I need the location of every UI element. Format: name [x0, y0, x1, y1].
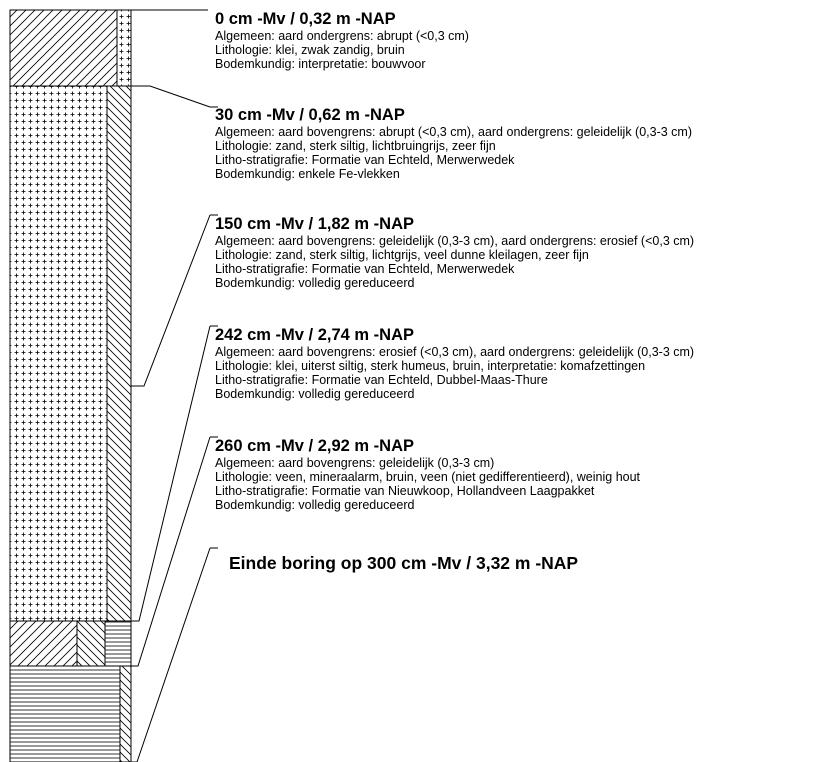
layer-description-5: 260 cm -Mv / 2,92 m -NAP Algemeen: aard … [215, 437, 830, 512]
layer-3-general: Algemeen: aard bovengrens: geleidelijk (… [215, 234, 830, 248]
layer-description-1: 0 cm -Mv / 0,32 m -NAP Algemeen: aard on… [215, 10, 830, 71]
layer-1-lithology: Lithologie: klei, zwak zandig, bruin [215, 43, 830, 57]
layer-5-depth-heading: 260 cm -Mv / 2,92 m -NAP [215, 437, 830, 456]
leader-line-end [131, 548, 210, 762]
leader-line-layer-2 [131, 86, 210, 107]
layer-1-clay-fill [10, 10, 117, 86]
layer-5-general: Algemeen: aard bovengrens: geleidelijk (… [215, 456, 830, 470]
layer-5-wood-fill [120, 666, 131, 762]
layer-4-depth-heading: 242 cm -Mv / 2,74 m -NAP [215, 326, 830, 345]
layer-4-stratigraphy: Litho-stratigrafie: Formatie van Echteld… [215, 373, 830, 387]
layer-1-soil: Bodemkundig: interpretatie: bouwvoor [215, 57, 830, 71]
leader-line-layer-5 [131, 437, 210, 666]
layer-2-3-sand-fill [10, 86, 107, 621]
layer-4-general: Algemeen: aard bovengrens: erosief (<0,3… [215, 345, 830, 359]
layer-4-lithology: Lithologie: klei, uiterst siltig, sterk … [215, 359, 830, 373]
layer-2-3-silt-fill [107, 86, 131, 621]
layer-2-soil: Bodemkundig: enkele Fe-vlekken [215, 167, 830, 181]
layer-2-depth-heading: 30 cm -Mv / 0,62 m -NAP [215, 106, 830, 125]
layer-5-stratigraphy: Litho-stratigrafie: Formatie van Nieuwko… [215, 484, 830, 498]
layer-5-lithology: Lithologie: veen, mineraalarm, bruin, ve… [215, 470, 830, 484]
layer-3-lithology: Lithologie: zand, sterk siltig, lichtgri… [215, 248, 830, 262]
layer-4-silt-fill [77, 621, 105, 666]
layer-1-general: Algemeen: aard ondergrens: abrupt (<0,3 … [215, 29, 830, 43]
layer-5-peat-fill [10, 666, 120, 762]
layer-description-2: 30 cm -Mv / 0,62 m -NAP Algemeen: aard b… [215, 106, 830, 181]
layer-2-stratigraphy: Litho-stratigrafie: Formatie van Echteld… [215, 153, 830, 167]
layer-2-lithology: Lithologie: zand, sterk siltig, lichtbru… [215, 139, 830, 153]
end-of-boring-label: Einde boring op 300 cm -Mv / 3,32 m -NAP [229, 553, 578, 574]
layer-4-clay-fill [10, 621, 77, 666]
layer-description-4: 242 cm -Mv / 2,74 m -NAP Algemeen: aard … [215, 326, 830, 401]
layer-4-soil: Bodemkundig: volledig gereduceerd [215, 387, 830, 401]
layer-5-soil: Bodemkundig: volledig gereduceerd [215, 498, 830, 512]
layer-description-3: 150 cm -Mv / 1,82 m -NAP Algemeen: aard … [215, 215, 830, 290]
layer-3-soil: Bodemkundig: volledig gereduceerd [215, 276, 830, 290]
layer-2-general: Algemeen: aard bovengrens: abrupt (<0,3 … [215, 125, 830, 139]
layer-3-depth-heading: 150 cm -Mv / 1,82 m -NAP [215, 215, 830, 234]
layer-3-stratigraphy: Litho-stratigrafie: Formatie van Echteld… [215, 262, 830, 276]
layer-1-sand-admixture-fill [117, 10, 131, 86]
layer-1-depth-heading: 0 cm -Mv / 0,32 m -NAP [215, 10, 830, 29]
layer-4-humus-fill [105, 621, 131, 666]
leader-line-layer-3 [131, 215, 210, 386]
